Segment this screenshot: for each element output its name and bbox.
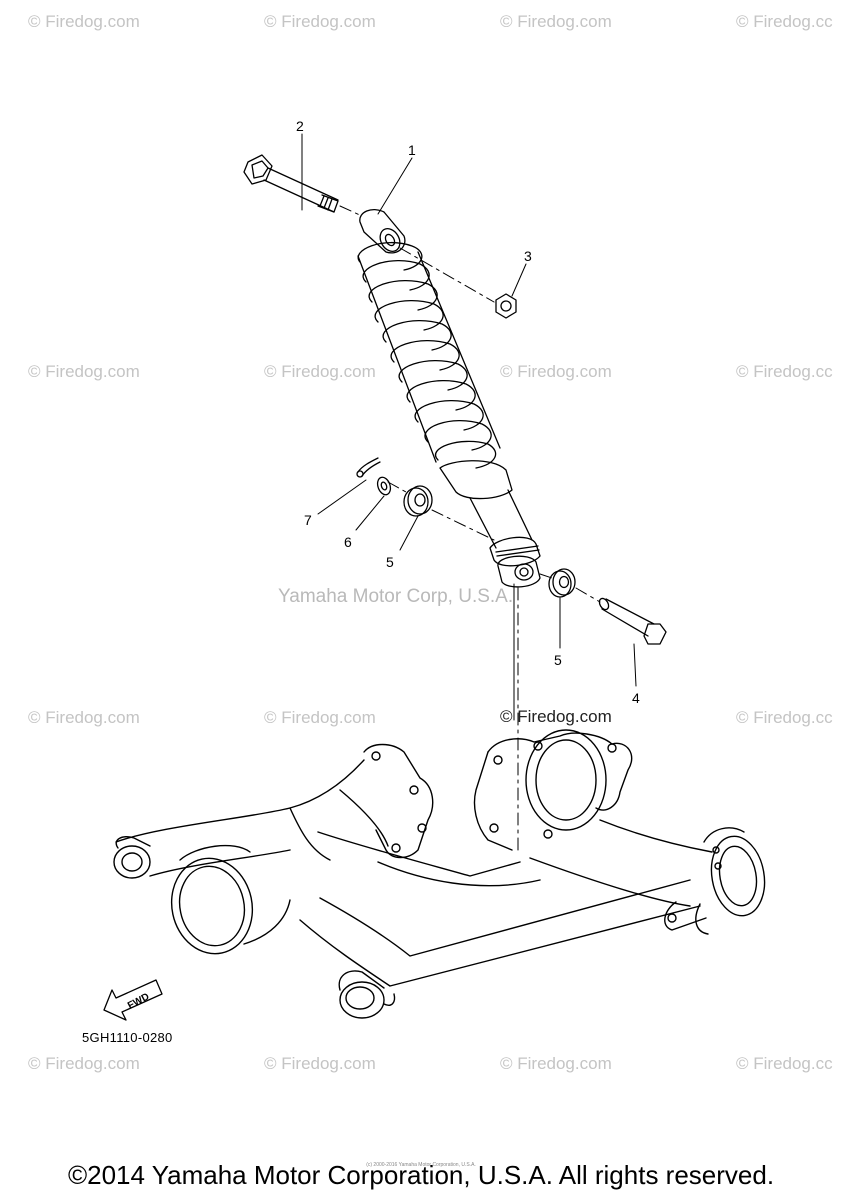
shock-absorber: [357, 208, 541, 588]
watermark: © Firedog.com: [264, 12, 376, 31]
watermark: © Firedog.cc: [736, 362, 833, 381]
bolt-2: [243, 154, 339, 213]
washer-6: [376, 476, 392, 496]
watermark: © Firedog.com: [28, 362, 140, 381]
cotter-pin-7: [356, 457, 381, 478]
callout-3: 3: [524, 248, 532, 264]
diagram-part-code: 5GH1110-0280: [82, 1030, 173, 1045]
yamaha-watermark: Yamaha Motor Corp, U.S.A.: [278, 586, 514, 607]
watermark: © Firedog.com: [264, 1054, 376, 1073]
center-watermark: © Firedog.com: [500, 707, 612, 726]
watermark: © Firedog.com: [28, 12, 140, 31]
copyright-footer: ©2014 Yamaha Motor Corporation, U.S.A. A…: [67, 1160, 775, 1190]
watermark: © Firedog.com: [264, 708, 376, 727]
leader-lines: [301, 133, 637, 721]
watermark: © Firedog.cc: [736, 708, 833, 727]
callout-1: 1: [408, 142, 416, 158]
spring-coils: [357, 242, 501, 469]
watermark: © Firedog.com: [500, 12, 612, 31]
watermark: © Firedog.com: [500, 362, 612, 381]
collar-5-left: [403, 485, 433, 517]
nut-3: [495, 293, 517, 319]
watermark: © Firedog.com: [28, 1054, 140, 1073]
callout-6: 6: [344, 534, 352, 550]
watermark: © Firedog.cc: [736, 1054, 833, 1073]
alignment-lines: [339, 205, 601, 851]
swingarm: [113, 729, 766, 1019]
fwd-arrow: [103, 979, 163, 1021]
watermark: © Firedog.cc: [736, 12, 833, 31]
collar-5-right: [548, 568, 576, 598]
callout-2: 2: [296, 118, 304, 134]
callout-5-left: 5: [386, 554, 394, 570]
watermark: © Firedog.com: [28, 708, 140, 727]
watermark: © Firedog.com: [264, 362, 376, 381]
bolt-4: [598, 597, 667, 645]
watermark: © Firedog.com: [500, 1054, 612, 1073]
callout-5-right: 5: [554, 652, 562, 668]
callout-7: 7: [304, 512, 312, 528]
fine-print: (c) 2000-2016 Yamaha Motor Corporation, …: [366, 1162, 476, 1168]
callout-4: 4: [632, 690, 640, 706]
